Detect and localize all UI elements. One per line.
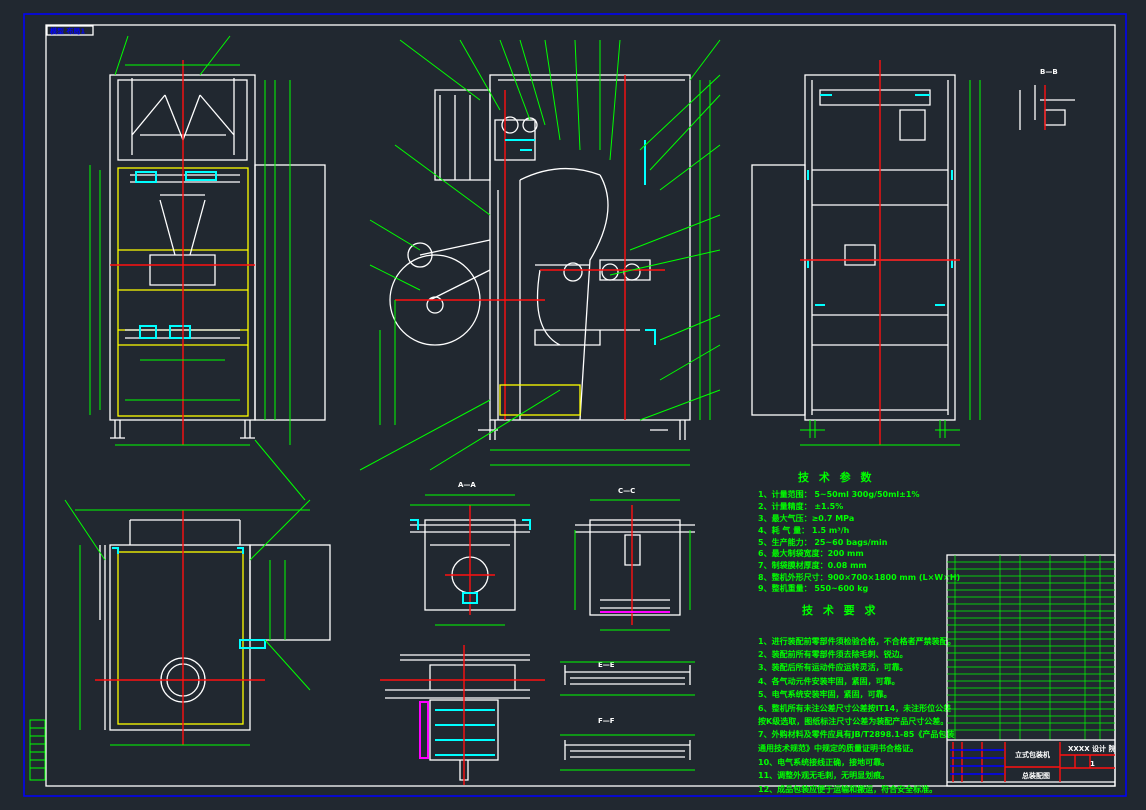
section-f-label: F—F	[598, 717, 615, 725]
tech-requirement-item: 11、调整外观无毛刺，无明显划痕。	[758, 770, 889, 780]
drawing-name: 立式包装机	[1015, 750, 1050, 759]
tech-requirement-item: 10、电气系统接线正确，接地可靠。	[758, 757, 889, 767]
section-a-label: A—A	[458, 481, 476, 489]
tech-param-item: 1、计量范围： 5~50ml 300g/50ml±1%	[758, 489, 919, 499]
section-e-label: E—E	[598, 661, 615, 669]
drawing-scale: 1	[1090, 760, 1095, 768]
tech-params-title: 技 术 参 数	[798, 470, 875, 484]
company-name: XXXX 设计 院	[1068, 744, 1115, 753]
tech-param-item: 4、耗 气 量： 1.5 m³/h	[758, 525, 850, 535]
tech-requirement-item: 3、装配后所有运动件应运转灵活，可靠。	[758, 662, 908, 672]
layout-tab[interactable]: 模型 布局1	[46, 25, 94, 36]
tech-requirement-item: 6、整机所有未注公差尺寸公差按IT14，未注形位公差	[758, 703, 951, 713]
tech-requirement-item: 通用技术规范》中规定的质量证明书合格证。	[758, 743, 918, 753]
tech-param-item: 2、计量精度： ±1.5%	[758, 501, 843, 511]
tech-requirement-item: 5、电气系统安装牢固，紧固，可靠。	[758, 689, 892, 699]
drawing-frame	[45, 24, 1116, 787]
tech-param-item: 6、最大制袋宽度：200 mm	[758, 548, 864, 558]
tech-param-item: 5、生产能力： 25~60 bags/min	[758, 537, 888, 547]
tech-requirement-item: 1、进行装配前零部件须检验合格，不合格者严禁装配。	[758, 636, 956, 646]
top-view	[29, 499, 331, 781]
tech-param-item: 7、制袋膜材厚度：0.08 mm	[758, 560, 867, 570]
layout-tab-label: 模型 布局1	[50, 27, 85, 36]
section-a-view: A—A	[410, 481, 531, 626]
tech-requirement-item: 4、各气动元件安装牢固，紧固，可靠。	[758, 676, 900, 686]
viewport-border	[23, 13, 1127, 797]
right-view: B—B	[751, 60, 1075, 446]
tech-requirement-item: 2、装配前所有零部件须去除毛刺、锐边。	[758, 649, 908, 659]
tech-params: 技 术 参 数 1、计量范围： 5~50ml 300g/50ml±1% 2、计量…	[758, 470, 960, 593]
tech-param-item: 3、最大气压：≥0.7 MPa	[758, 513, 854, 523]
bottom-section-view: E—E F—F	[380, 645, 695, 785]
front-view	[89, 35, 326, 501]
tech-requirements: 技 术 要 求 1、进行装配前零部件须检验合格，不合格者严禁装配。 2、装配前所…	[758, 603, 956, 794]
tech-requirement-item: 按K级选取，图纸标注尺寸公差为装配产品尺寸公差。	[758, 716, 948, 726]
tech-requirements-title: 技 术 要 求	[802, 603, 879, 617]
tech-param-item: 8、整机外形尺寸：900×700×1800 mm (L×W×H)	[758, 572, 960, 582]
drawing-type: 总装配图	[1022, 771, 1050, 780]
tech-requirement-item: 7、外购材料及零件应具有JB/T2898.1-85《产品包装	[758, 729, 954, 739]
tech-requirement-item: 12、成品包装应便于运输和搬运，符合安全标准。	[758, 784, 937, 794]
section-c-view: C—C	[574, 487, 695, 631]
side-view	[359, 39, 721, 471]
tech-param-item: 9、整机重量： 550~600 kg	[758, 583, 869, 593]
layout-tab-box	[46, 25, 94, 36]
title-block: 立式包装机 总装配图 XXXX 设计 院 1	[946, 554, 1116, 787]
section-b-label: B—B	[1040, 68, 1058, 76]
section-c-label: C—C	[618, 487, 635, 495]
